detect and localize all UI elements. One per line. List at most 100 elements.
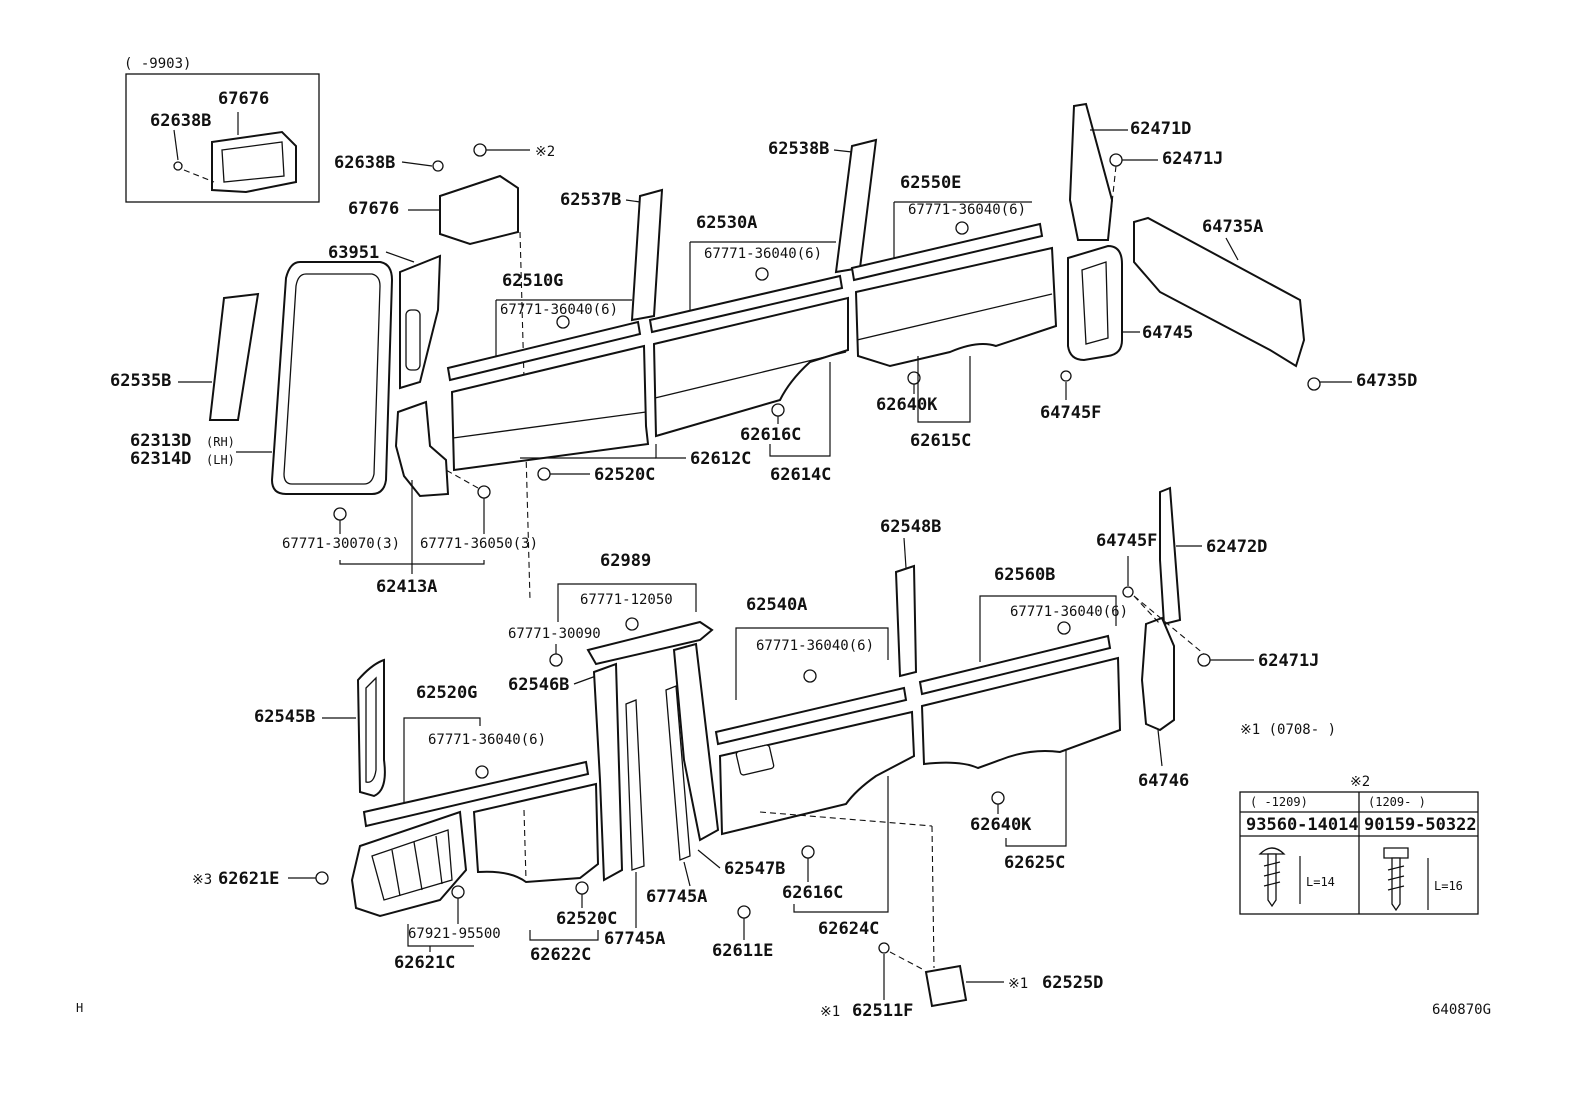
trim-62538B [834, 138, 878, 274]
label-62621E: 62621E [218, 869, 279, 889]
note3: ※3 [192, 872, 212, 888]
bracket-62525D [924, 964, 968, 1008]
label-62538B: 62538B [768, 139, 829, 159]
rail-62560B [918, 634, 1112, 696]
label-62616C-bottom: 62616C [782, 883, 843, 903]
label-67745A-b: 67745A [604, 929, 665, 949]
table-col1-range: ( -1209) [1250, 795, 1308, 809]
clip-62471J-bottom [1197, 653, 1211, 667]
inset-range-label: ( -9903) [124, 56, 191, 72]
label-62314D: 62314D [130, 449, 191, 469]
label-64735D: 64735D [1356, 371, 1417, 391]
label-62611E: 62611E [712, 941, 773, 961]
clip-67771-30090 [549, 653, 563, 667]
label-62313D-side: (RH) [206, 435, 235, 449]
label-64745: 64745 [1142, 323, 1193, 343]
trim-64745-inner [1081, 261, 1109, 345]
window-seal-inner [283, 273, 381, 485]
screw-icon-col1-head [1258, 847, 1286, 855]
note1-range: ※1 (0708- ) [1240, 722, 1336, 738]
label-67771-36040-e: 67771-36040(6) [1010, 604, 1128, 620]
pillar-63951-slot [405, 309, 421, 371]
label-62530A: 62530A [696, 213, 757, 233]
label-62615C: 62615C [910, 431, 971, 451]
label-62540A: 62540A [746, 595, 807, 615]
label-67771-36040-f: 67771-36040(6) [428, 732, 546, 748]
label-64746: 64746 [1138, 771, 1189, 791]
panel-62615C [854, 246, 1058, 368]
label-62471D: 62471D [1130, 119, 1191, 139]
inset-frame [125, 73, 320, 203]
bracket-67676-inset-inner [221, 141, 285, 183]
screw-note2 [473, 143, 487, 157]
pillar-62413A [394, 400, 450, 498]
clip-64745F-bottom [1122, 586, 1134, 598]
bracket-67676 [439, 174, 519, 246]
weatherstrip-67745A-b [665, 685, 691, 861]
label-63951: 63951 [328, 243, 379, 263]
label-62989: 62989 [600, 551, 651, 571]
clip-67771-36050 [477, 485, 491, 499]
rail-62520G [362, 760, 590, 828]
clip-67771-30070 [333, 507, 347, 521]
bracket-62989 [586, 620, 714, 666]
label-62550E: 62550E [900, 173, 961, 193]
corner-mark: H [76, 1001, 83, 1015]
clip-67771-36040-c [955, 221, 969, 235]
trim-62537B [630, 188, 664, 322]
label-62625C: 62625C [1004, 853, 1065, 873]
lower-assembly: 62989 67771-12050 67771-30090 62546B 625… [192, 486, 1336, 1021]
table-col2-length: L=16 [1434, 879, 1463, 893]
screw-icon-col1 [1267, 853, 1277, 908]
clip-67771-36040-e [1057, 621, 1071, 635]
label-67676-inset: 67676 [218, 89, 269, 109]
label-62313D: 62313D [130, 431, 191, 451]
weatherstrip-67745A-a [625, 699, 645, 871]
table-title: ※2 [1350, 774, 1370, 790]
diagram-code: 640870G [1432, 1002, 1491, 1018]
clip-67771-36040-d [803, 669, 817, 683]
clip-67921-95500 [451, 885, 465, 899]
pillar-62472D [1159, 486, 1182, 626]
panel-62625C [920, 656, 1122, 770]
trim-64735A [1133, 216, 1306, 368]
label-62535B: 62535B [110, 371, 171, 391]
pillar-62547B [672, 642, 720, 842]
clip-62616C-top [771, 403, 785, 417]
label-62640K-bottom: 62640K [970, 815, 1032, 835]
pillar-62546B [592, 662, 624, 882]
clip-64745F-top [1060, 370, 1072, 382]
label-67771-36040-d: 67771-36040(6) [756, 638, 874, 654]
fastener-table: ※2 ( -1209) (1209- ) 93560-14014 90159-5… [1239, 774, 1479, 915]
screw-icon-col2-head [1383, 847, 1409, 859]
label-62616C-top: 62616C [740, 425, 801, 445]
label-62612C: 62612C [690, 449, 751, 469]
label-62614C: 62614C [770, 465, 831, 485]
clip-67771-36040-b [755, 267, 769, 281]
label-62314D-side: (LH) [206, 453, 235, 467]
label-67676: 67676 [348, 199, 399, 219]
note1-511: ※1 [820, 1004, 840, 1020]
label-67921-95500: 67921-95500 [408, 926, 501, 942]
panel-62612C [450, 344, 650, 472]
label-62520C-top: 62520C [594, 465, 655, 485]
clip-64735D [1307, 377, 1321, 391]
label-62560B: 62560B [994, 565, 1055, 585]
rail-62550E [850, 222, 1044, 282]
note2-top: ※2 [535, 144, 555, 160]
inset-box: ( -9903) 67676 62638B [124, 56, 320, 203]
clip-67771-36040-a [556, 315, 570, 329]
label-62525D: 62525D [1042, 973, 1103, 993]
panel-62621C-grid [371, 829, 453, 901]
clip-62638B [432, 160, 444, 172]
panel-62624C-window [735, 744, 775, 776]
pillar-62471D [1068, 102, 1114, 241]
label-64735A: 64735A [1202, 217, 1263, 237]
panel-62624C [718, 710, 916, 836]
clip-62638B-inset [173, 161, 183, 171]
label-62545B: 62545B [254, 707, 315, 727]
table-col1-part: 93560-14014 [1246, 815, 1359, 835]
trim-62548B [894, 564, 918, 678]
clip-62621E [315, 871, 329, 885]
